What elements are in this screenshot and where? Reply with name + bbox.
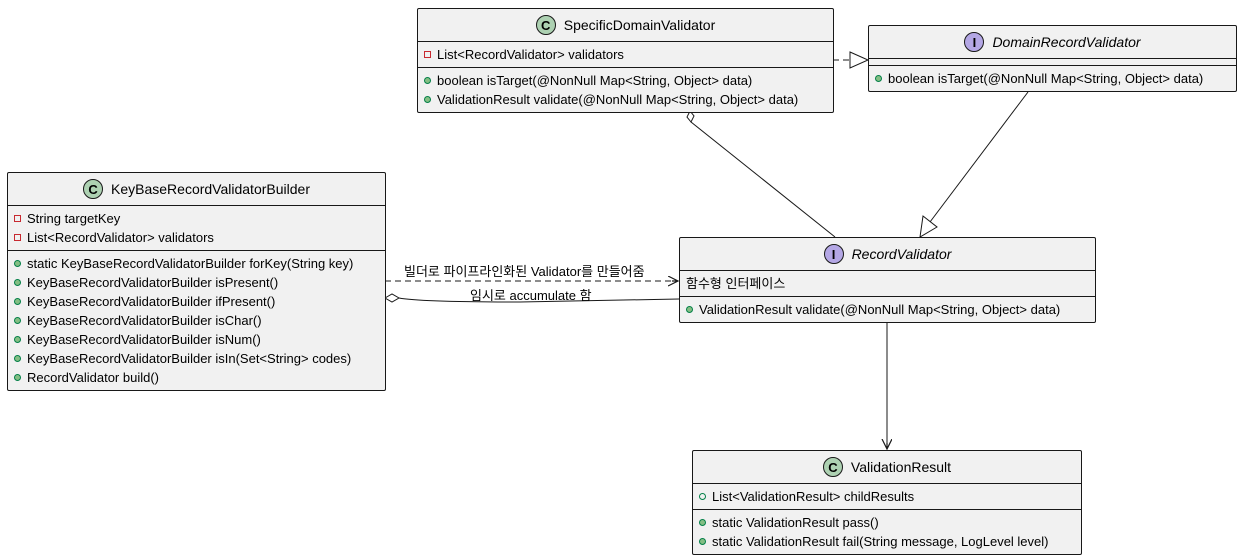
class-icon: C [83,179,104,199]
public-icon [14,260,21,267]
method: static KeyBaseRecordValidatorBuilder for… [27,256,354,271]
public-icon [424,96,431,103]
method: boolean isTarget(@NonNull Map<String, Ob… [437,73,753,88]
method: static ValidationResult fail(String mess… [712,534,1049,549]
public-field-icon [699,493,706,500]
interface-record-validator[interactable]: I RecordValidator 함수형 인터페이스 ValidationRes… [679,237,1096,323]
class-key-base-record-validator-builder[interactable]: C KeyBaseRecordValidatorBuilder String ta… [7,172,386,391]
method: RecordValidator build() [27,370,159,385]
private-icon [424,51,431,58]
method: KeyBaseRecordValidatorBuilder ifPresent(… [27,294,276,309]
interface-icon: I [823,244,844,264]
field: String targetKey [27,211,121,226]
public-icon [14,317,21,324]
public-icon [686,306,693,313]
class-name: SpecificDomainValidator [563,17,716,33]
public-icon [14,279,21,286]
class-name: DomainRecordValidator [992,34,1141,50]
class-validation-result[interactable]: C ValidationResult List<ValidationResult>… [692,450,1082,555]
public-icon [14,336,21,343]
public-icon [14,298,21,305]
public-icon [699,519,706,526]
class-name: RecordValidator [851,246,952,262]
method: KeyBaseRecordValidatorBuilder isIn(Set<S… [27,351,352,366]
method: KeyBaseRecordValidatorBuilder isNum() [27,332,261,347]
realization-edge [833,51,870,69]
inheritance-edge-domain-record [919,91,1029,238]
method: boolean isTarget(@NonNull Map<String, Ob… [888,71,1204,86]
private-icon [14,215,21,222]
method: ValidationResult validate(@NonNull Map<S… [699,302,1061,317]
class-icon: C [535,15,556,35]
field: List<ValidationResult> childResults [712,489,915,504]
class-specific-domain-validator[interactable]: C SpecificDomainValidator List<RecordVali… [417,8,834,113]
class-name: ValidationResult [850,459,952,475]
accumulate-edge-label: 임시로 accumulate 함 [470,288,592,303]
public-icon [699,538,706,545]
public-icon [875,75,882,82]
public-icon [14,355,21,362]
method: static ValidationResult pass() [712,515,879,530]
note-field: 함수형 인터페이스 [686,276,786,291]
class-name: KeyBaseRecordValidatorBuilder [111,181,310,197]
method: KeyBaseRecordValidatorBuilder isPresent(… [27,275,279,290]
field: List<RecordValidator> validators [437,47,624,62]
public-icon [14,374,21,381]
method: ValidationResult validate(@NonNull Map<S… [437,92,799,107]
interface-domain-record-validator[interactable]: I DomainRecordValidator boolean isTarget(… [868,25,1237,92]
field: List<RecordValidator> validators [27,230,214,245]
aggregation-edge-specific-record [686,110,836,238]
interface-icon: I [964,32,985,52]
builds-edge-label: 빌더로 파이프라인화된 Validator를 만들어줌 [404,264,645,279]
private-icon [14,234,21,241]
class-icon: C [822,457,843,477]
method: KeyBaseRecordValidatorBuilder isChar() [27,313,262,328]
accumulate-aggregation-edge [383,293,680,303]
public-icon [424,77,431,84]
